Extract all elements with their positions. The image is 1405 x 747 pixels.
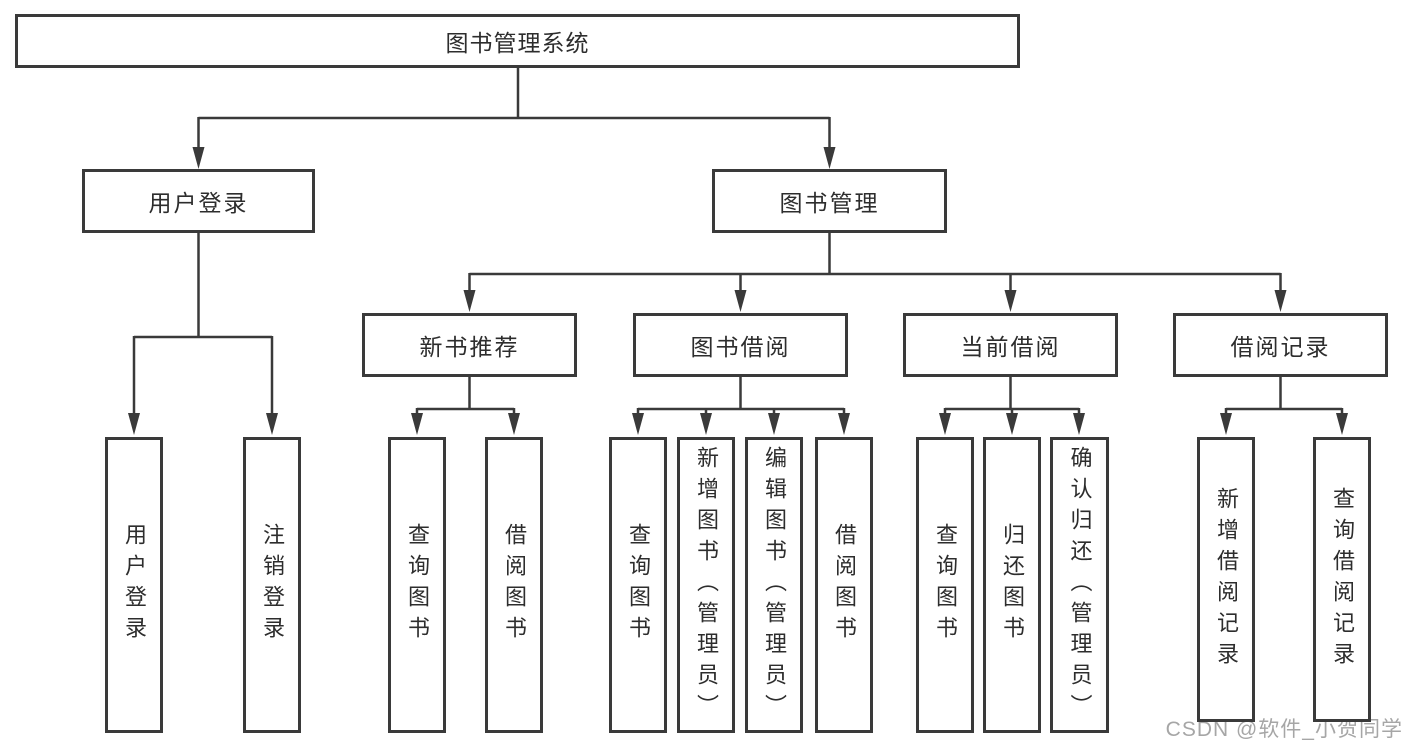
leaf-confirm-return-admin-label: 确认归还（管理员） <box>1067 445 1093 725</box>
leaf-add-book-admin: 新增图书（管理员） <box>677 437 735 733</box>
leaf-query-books-borrow-label: 查询图书 <box>626 523 651 647</box>
leaf-user-login-label: 用户登录 <box>122 523 147 647</box>
arrowhead-icon <box>768 413 780 435</box>
node-current-borrowing: 当前借阅 <box>903 313 1118 377</box>
arrowhead-icon <box>508 413 520 435</box>
watermark-text: CSDN @软件_小贺同学 <box>1165 718 1403 741</box>
arrowhead-icon <box>1220 413 1232 435</box>
leaf-logout-label: 注销登录 <box>260 523 285 647</box>
leaf-query-borrow-record: 查询借阅记录 <box>1313 437 1371 722</box>
leaf-query-books-current: 查询图书 <box>916 437 974 733</box>
arrowhead-icon <box>192 147 205 169</box>
node-user-login: 用户登录 <box>82 169 315 233</box>
arrowhead-icon <box>1004 290 1017 312</box>
leaf-user-login: 用户登录 <box>105 437 163 733</box>
leaf-return-book: 归还图书 <box>983 437 1041 733</box>
arrowhead-icon <box>1006 413 1018 435</box>
arrowhead-icon <box>700 413 712 435</box>
leaf-query-borrow-record-label: 查询借阅记录 <box>1330 486 1355 673</box>
arrowhead-icon <box>823 147 836 169</box>
arrowhead-icon <box>266 413 278 435</box>
leaf-query-books-current-label: 查询图书 <box>933 523 958 647</box>
leaf-confirm-return-admin: 确认归还（管理员） <box>1050 437 1109 733</box>
arrowhead-icon <box>1336 413 1348 435</box>
node-new-book-recommend: 新书推荐 <box>362 313 577 377</box>
leaf-borrow-books-recommend-label: 借阅图书 <box>502 523 527 647</box>
connector-paths <box>132 68 1344 416</box>
leaf-return-book-label: 归还图书 <box>1000 523 1025 647</box>
arrowhead-icon <box>411 413 423 435</box>
node-book-management-label: 图书管理 <box>779 190 880 216</box>
leaf-query-books-recommend: 查询图书 <box>388 437 446 733</box>
leaf-query-books-borrow: 查询图书 <box>609 437 667 733</box>
node-library-system-label: 图书管理系统 <box>445 30 590 56</box>
arrowhead-icon <box>939 413 951 435</box>
arrowhead-icon <box>1274 290 1287 312</box>
leaf-edit-book-admin: 编辑图书（管理员） <box>745 437 803 733</box>
node-book-borrowing: 图书借阅 <box>633 313 848 377</box>
node-user-login-label: 用户登录 <box>148 190 249 216</box>
leaf-edit-book-admin-label: 编辑图书（管理员） <box>762 445 787 725</box>
node-library-system: 图书管理系统 <box>15 14 1020 68</box>
leaf-borrow-books-label: 借阅图书 <box>832 523 857 647</box>
arrowhead-icon <box>838 413 850 435</box>
leaf-borrow-books: 借阅图书 <box>815 437 873 733</box>
leaf-logout: 注销登录 <box>243 437 301 733</box>
node-borrowing-records: 借阅记录 <box>1173 313 1388 377</box>
node-book-management: 图书管理 <box>712 169 947 233</box>
leaf-query-books-recommend-label: 查询图书 <box>405 523 430 647</box>
leaf-add-book-admin-label: 新增图书（管理员） <box>694 445 719 725</box>
leaf-add-borrow-record-label: 新增借阅记录 <box>1214 486 1239 673</box>
arrowhead-icon <box>734 290 747 312</box>
arrowhead-icon <box>463 290 476 312</box>
node-borrowing-records-label: 借阅记录 <box>1230 334 1331 360</box>
arrowhead-icon <box>128 413 140 435</box>
leaf-borrow-books-recommend: 借阅图书 <box>485 437 543 733</box>
arrowhead-icon <box>1073 413 1085 435</box>
arrowhead-icons <box>128 147 1348 435</box>
node-current-borrowing-label: 当前借阅 <box>960 334 1061 360</box>
node-new-book-recommend-label: 新书推荐 <box>419 334 520 360</box>
node-book-borrowing-label: 图书借阅 <box>690 334 791 360</box>
arrowhead-icon <box>632 413 644 435</box>
leaf-add-borrow-record: 新增借阅记录 <box>1197 437 1255 722</box>
